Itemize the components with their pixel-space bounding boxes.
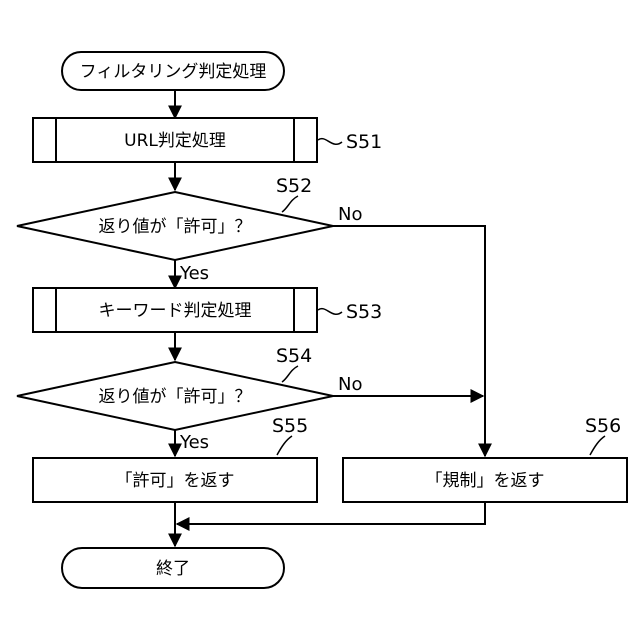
end-label: 終了 — [156, 559, 190, 579]
return-allow-label: 「許可」を返す — [116, 471, 235, 491]
branch-yes-1: Yes — [179, 263, 209, 284]
step-s55: S55 — [272, 415, 308, 437]
return-restrict-process: 「規制」を返す — [343, 458, 627, 502]
s55-leader — [277, 436, 292, 455]
keyword-check-label: キーワード判定処理 — [99, 301, 252, 321]
return-restrict-label: 「規制」を返す — [426, 471, 545, 491]
s53-leader — [318, 309, 342, 315]
decision2-label: 返り値が「許可」？ — [99, 387, 252, 407]
step-s53: S53 — [346, 301, 382, 323]
s52-leader — [282, 196, 298, 212]
return-allow-process: 「許可」を返す — [33, 458, 317, 502]
s56-leader — [590, 436, 605, 455]
s51-leader — [318, 139, 342, 145]
start-terminator: フィルタリング判定処理 — [62, 52, 284, 90]
url-check-label: URL判定処理 — [124, 131, 226, 151]
start-label: フィルタリング判定処理 — [80, 62, 267, 82]
step-s52: S52 — [276, 175, 312, 197]
branch-yes-2: Yes — [179, 432, 209, 453]
branch-no-2: No — [338, 374, 362, 395]
decision1-label: 返り値が「許可」？ — [99, 217, 252, 237]
step-s56: S56 — [585, 415, 621, 437]
merge-line-restrict — [177, 502, 485, 524]
keyword-check-process: キーワード判定処理 — [33, 288, 317, 332]
step-s51: S51 — [346, 131, 382, 153]
branch-no-1: No — [338, 204, 362, 225]
s54-leader — [282, 366, 298, 382]
step-s54: S54 — [276, 345, 312, 367]
end-terminator: 終了 — [62, 548, 284, 588]
decision1-diamond: 返り値が「許可」？ — [17, 192, 333, 260]
url-check-process: URL判定処理 — [33, 118, 317, 162]
